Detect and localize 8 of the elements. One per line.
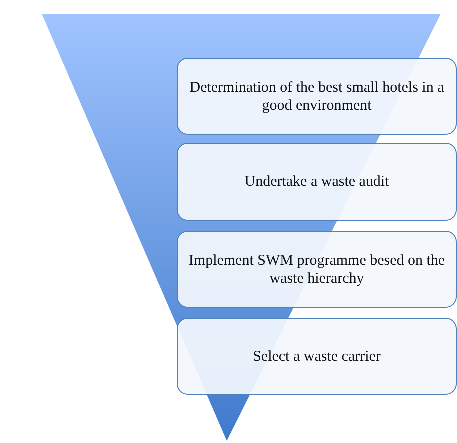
step-box xyxy=(177,231,457,308)
step-text: Undertake a waste audit xyxy=(244,173,390,191)
step-box xyxy=(177,58,457,135)
step-box xyxy=(177,143,457,221)
step-text: Determination of the best small hotels in a good environment xyxy=(188,78,446,114)
step-text: Implement SWM programme besed on the waste hierarchy xyxy=(188,252,446,288)
step-box xyxy=(177,318,457,395)
step-text: Select a waste carrier xyxy=(253,348,381,366)
